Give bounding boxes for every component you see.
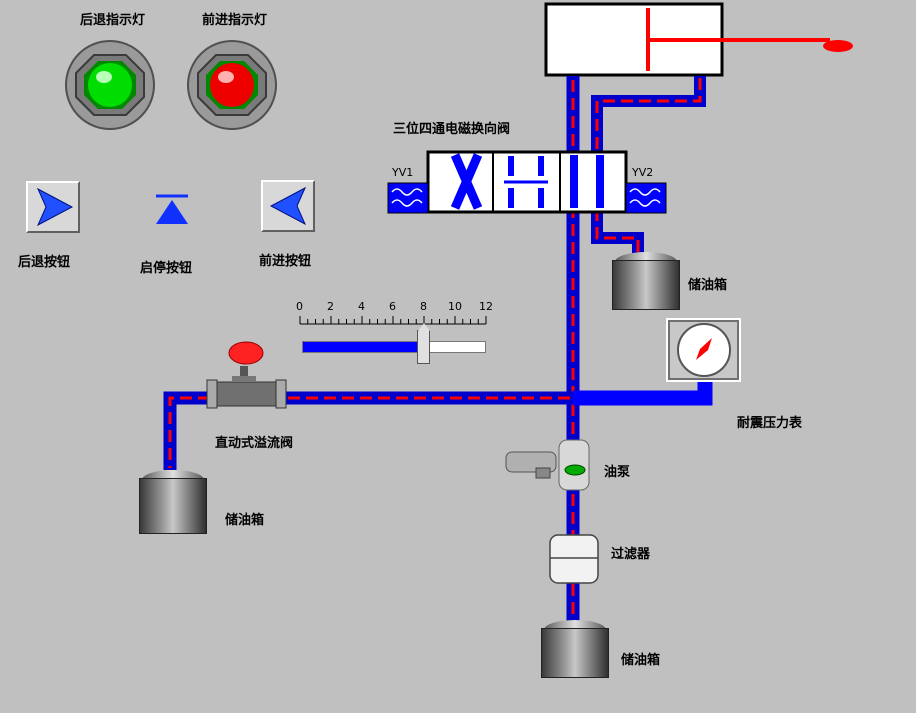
slider-thumb[interactable]	[417, 323, 431, 364]
slider-track	[302, 341, 486, 353]
tick-label: 12	[479, 300, 493, 313]
lamp-backward-label: 后退指示灯	[80, 13, 146, 28]
lamp-forward-icon	[187, 40, 277, 130]
slider-scale: 0 2 4 6 8 10 12	[296, 300, 496, 314]
pressure-gauge-body	[666, 318, 741, 382]
arrow-left-icon	[269, 186, 307, 226]
pipe-relief	[163, 391, 573, 470]
lamp-forward	[186, 37, 278, 133]
tank-left-label: 储油箱	[225, 513, 265, 528]
slider-fill	[303, 342, 425, 352]
tick-label: 8	[420, 300, 427, 313]
lamp-backward	[64, 37, 156, 133]
forward-button[interactable]	[261, 180, 315, 232]
slider-ticks	[299, 316, 487, 325]
yv2-label: YV2	[632, 166, 654, 179]
lamp-forward-label: 前进指示灯	[202, 13, 268, 28]
pressure-slider[interactable]: 0 2 4 6 8 10 12	[296, 300, 496, 370]
tick-label: 10	[448, 300, 462, 313]
relief-valve-knob	[228, 341, 264, 365]
tank-right-label: 储油箱	[688, 278, 728, 293]
forward-button-label: 前进按钮	[259, 254, 312, 269]
tick-label: 0	[296, 300, 303, 313]
pump-body	[505, 439, 590, 491]
pump-label: 油泵	[604, 465, 631, 480]
lamp-backward-icon	[65, 40, 155, 130]
pressure-gauge-label: 耐震压力表	[737, 416, 803, 431]
start-stop-button[interactable]	[152, 194, 192, 228]
tick-label: 2	[327, 300, 334, 313]
solenoid-yv1	[387, 182, 429, 214]
filter-body	[549, 534, 599, 584]
rod-end	[823, 40, 853, 52]
valve-title: 三位四通电磁换向阀	[393, 122, 511, 137]
relief-valve-body	[206, 366, 287, 409]
filter-label: 过滤器	[611, 547, 651, 562]
backward-button-label: 后退按钮	[18, 255, 71, 270]
tick-label: 4	[358, 300, 365, 313]
yv1-label: YV1	[392, 166, 414, 179]
tick-label: 6	[389, 300, 396, 313]
arrow-right-icon	[36, 187, 74, 227]
pipe-gauge	[573, 380, 713, 406]
tank-bottom-label: 储油箱	[621, 653, 661, 668]
relief-valve-label: 直动式溢流阀	[215, 436, 294, 451]
start-stop-button-label: 启停按钮	[140, 261, 193, 276]
backward-button[interactable]	[26, 181, 80, 233]
triangle-up-icon	[156, 194, 188, 224]
solenoid-yv2	[625, 182, 667, 214]
